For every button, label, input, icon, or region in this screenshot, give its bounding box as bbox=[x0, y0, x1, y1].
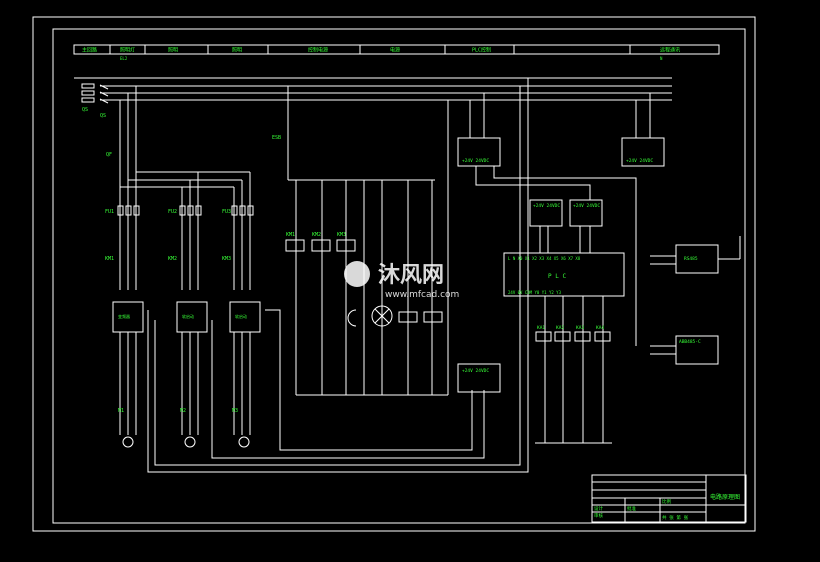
plc-bottom-pins: 24V 0V COM Y0 Y1 Y2 Y3 bbox=[508, 290, 562, 295]
io-modules: +24V 24VDC +24V 24VDC bbox=[529, 199, 603, 253]
motor-label-3: M3 bbox=[232, 408, 238, 414]
coil-label-2: KM2 bbox=[312, 232, 321, 238]
coil-ka2 bbox=[423, 311, 443, 323]
watermark-brand: 沐风网 bbox=[378, 263, 444, 288]
approver-label: 批准 bbox=[627, 505, 636, 512]
starter-box-2 bbox=[176, 301, 208, 333]
fuse-label-3: FU3 bbox=[222, 209, 231, 215]
header-sub-1: EL2 bbox=[120, 56, 128, 61]
power-supplies: +24V 24VDC +24V 24VDC bbox=[457, 93, 665, 346]
relay-label-2: KM2 bbox=[168, 256, 177, 262]
main-bus: QS QS bbox=[74, 77, 672, 119]
header-sub-8: N bbox=[660, 56, 663, 61]
psu-box-1 bbox=[457, 137, 501, 167]
watermark: 沐风网 www.mfcad.com bbox=[344, 261, 459, 300]
header-cell-1: 照明灯 bbox=[120, 47, 135, 54]
header-cell-0: 主回路 bbox=[82, 47, 97, 54]
watermark-url: www.mfcad.com bbox=[385, 290, 459, 300]
small-relay-4: KA4 bbox=[596, 325, 604, 331]
header-strip: 主回路 照明灯 照明 照明 控制电源 电源 PLC控制 远程通讯 EL2 N bbox=[73, 44, 720, 61]
converter-label: RS485 bbox=[684, 256, 698, 262]
motor-branch-wiring: QF FU1 FU2 FU3 KM1 KM2 KM3 变频器 软启动 软启动 M… bbox=[105, 86, 261, 448]
motor-label-2: M2 bbox=[180, 408, 186, 414]
fuse-label-2: FU2 bbox=[168, 209, 177, 215]
motor-symbol-2 bbox=[184, 436, 196, 448]
transceiver-label: ABB485-C bbox=[679, 339, 701, 345]
transceiver-box bbox=[675, 335, 719, 365]
plc-box bbox=[503, 252, 625, 297]
plc-top-pins: L N X0 X1 X2 X3 X4 X5 X6 X7 X8 bbox=[508, 256, 581, 261]
io-label-1: +24V 24VDC bbox=[533, 203, 560, 209]
relay-label-3: KM3 bbox=[222, 256, 231, 262]
psu-box-2 bbox=[621, 137, 665, 167]
small-relay-2: KA2 bbox=[556, 325, 564, 331]
scale-label: 比例 bbox=[662, 498, 671, 505]
lamp-symbol bbox=[371, 305, 393, 327]
bell-symbol bbox=[347, 309, 357, 327]
starter-box-3 bbox=[229, 301, 261, 333]
fuse-label-1: FU1 bbox=[105, 209, 114, 215]
header-cell-4: 控制电源 bbox=[308, 47, 328, 54]
title-block: 电路原理图 比例 设计 审核 批准 共 张 第 张 bbox=[591, 474, 747, 523]
psu-label-2: +24V 24VDC bbox=[626, 158, 653, 164]
coil-km2 bbox=[311, 239, 331, 252]
coil-label-3: KM3 bbox=[337, 232, 346, 238]
motor-label-1: M1 bbox=[118, 408, 124, 414]
sheet-label: 共 张 第 张 bbox=[662, 514, 689, 521]
io-label-2: +24V 24VDC bbox=[573, 203, 600, 209]
header-cell-5: 电源 bbox=[390, 47, 400, 54]
header-cell-3: 照明 bbox=[232, 48, 242, 54]
return-wiring bbox=[147, 78, 529, 473]
psu-label-1: +24V 24VDC bbox=[462, 158, 489, 164]
coil-km3 bbox=[336, 239, 356, 252]
psu-label-3: +24V 24VDC bbox=[462, 368, 489, 374]
breaker-label: QS bbox=[82, 107, 88, 113]
outer-frame bbox=[32, 16, 756, 532]
starter-label-3: 软启动 bbox=[235, 313, 247, 319]
motor-symbol-1 bbox=[122, 436, 134, 448]
plc-label: P L C bbox=[548, 273, 566, 280]
coil-label-1: KM1 bbox=[286, 232, 295, 238]
plc: P L C L N X0 X1 X2 X3 X4 X5 X6 X7 X8 24V… bbox=[503, 252, 625, 444]
header-cell-8: 远程通讯 bbox=[660, 47, 680, 54]
comms: RS485 ABB485-C bbox=[650, 236, 741, 365]
small-relay-3: KA3 bbox=[576, 325, 584, 331]
drawing-title: 电路原理图 bbox=[710, 493, 740, 501]
starter-label-1: 变频器 bbox=[118, 313, 130, 319]
qf-label: QF bbox=[106, 152, 112, 158]
header-cell-6: PLC控制 bbox=[472, 47, 491, 54]
relay-label-1: KM1 bbox=[105, 256, 114, 262]
coil-km1 bbox=[285, 239, 305, 252]
control-circuit: ESB KM1 KM2 KM3 bbox=[272, 86, 449, 396]
designer-label: 设计 bbox=[594, 505, 603, 512]
small-relay-1: KA1 bbox=[537, 325, 545, 331]
breaker-sub: QS bbox=[100, 113, 106, 119]
watermark-logo-icon bbox=[344, 261, 370, 287]
checker-label: 审核 bbox=[594, 512, 603, 519]
sb-label: ESB bbox=[272, 135, 281, 141]
inner-frame bbox=[52, 28, 746, 524]
starter-label-2: 软启动 bbox=[182, 313, 194, 319]
motor-symbol-3 bbox=[238, 436, 250, 448]
coil-ka1 bbox=[398, 311, 418, 323]
header-cell-2: 照明 bbox=[168, 48, 178, 54]
psu-box-3 bbox=[457, 363, 501, 393]
